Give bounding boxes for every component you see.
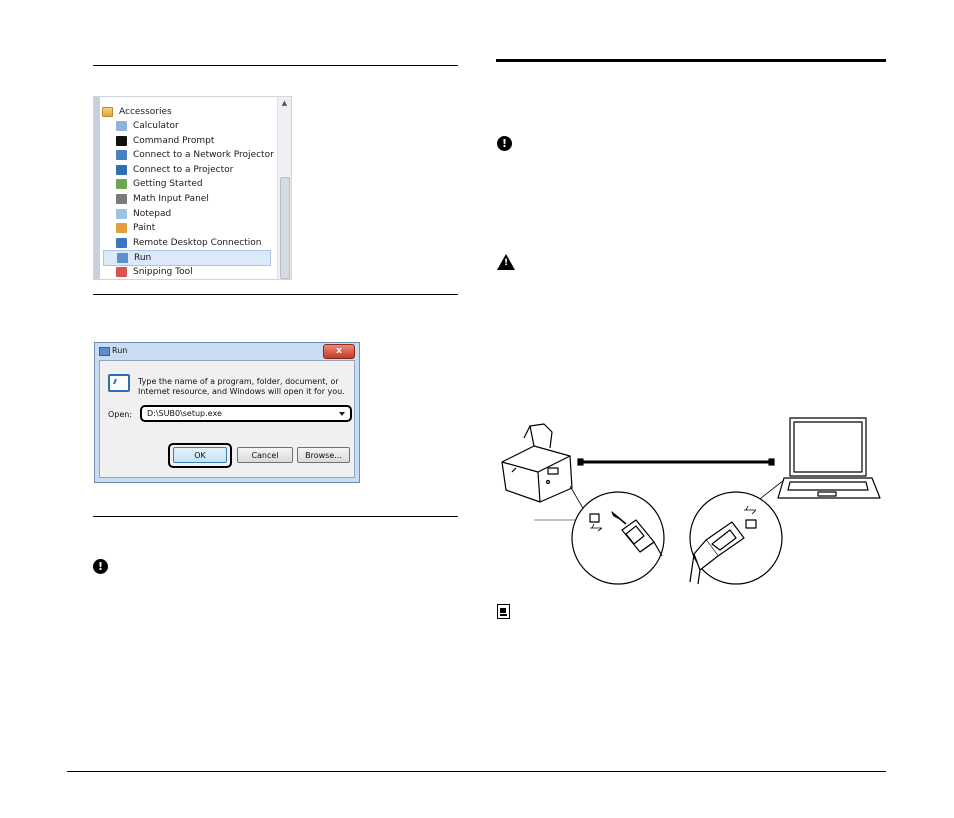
page-footer-rule [67, 771, 886, 772]
start-menu-scrollbar[interactable]: ▲ [277, 97, 291, 279]
run-icon [99, 347, 110, 356]
calculator-icon [116, 121, 127, 131]
snipping-tool-icon [116, 267, 127, 277]
open-field-input[interactable]: D:\SUB0\setup.exe [140, 405, 352, 422]
notepad-icon [116, 208, 127, 219]
cancel-button[interactable]: Cancel [237, 447, 293, 463]
run-dialog-description: Type the name of a program, folder, docu… [138, 377, 345, 396]
menu-item-label: Math Input Panel [133, 194, 209, 204]
folder-icon [102, 107, 113, 117]
menu-item-label: Snipping Tool [133, 267, 193, 277]
section-heading-rule [496, 59, 886, 62]
menu-item-label: Connect to a Network Projector [133, 150, 274, 161]
ok-button-highlight [168, 443, 232, 468]
getting-started-icon [116, 179, 127, 190]
section-divider [93, 65, 458, 66]
open-field-label: Open: [108, 410, 133, 419]
note-icon [497, 604, 510, 619]
menu-item-label: Command Prompt [133, 135, 215, 146]
menu-folder-label: Accessories [119, 107, 172, 117]
browse-button[interactable]: Browse... [297, 447, 350, 463]
math-input-icon [116, 194, 127, 204]
run-dialog-body: Type the name of a program, folder, docu… [99, 360, 355, 478]
important-icon: ! [93, 559, 108, 574]
scanner-illustration [501, 423, 573, 503]
warning-icon: ! [497, 254, 515, 270]
menu-item-label: Remote Desktop Connection [133, 237, 262, 248]
menu-item-label: Paint [133, 223, 156, 234]
paint-icon [116, 223, 127, 234]
ok-button[interactable]: OK [173, 447, 227, 463]
usb-connection-illustration [501, 417, 881, 585]
section-divider [93, 294, 458, 295]
run-icon [117, 253, 128, 264]
menu-item-label: Calculator [133, 121, 179, 131]
laptop-illustration [777, 417, 881, 499]
projector-icon [116, 164, 127, 175]
scanner-usb-port-detail [571, 491, 665, 585]
section-divider [93, 516, 458, 517]
start-menu-edge [94, 97, 100, 279]
menu-item-label: Notepad [133, 208, 172, 219]
run-program-icon [108, 374, 130, 392]
run-dialog-titlebar: Run x [95, 343, 359, 359]
menu-item-label: Connect to a Projector [133, 164, 234, 175]
run-dialog-title: Run [112, 346, 128, 355]
remote-desktop-icon [116, 237, 127, 248]
chevron-down-icon[interactable] [339, 412, 345, 416]
scroll-thumb[interactable] [280, 177, 290, 279]
menu-item-label: Run [134, 253, 152, 264]
scroll-up-icon[interactable]: ▲ [281, 99, 288, 107]
run-dialog-screenshot: Run x Type the name of a program, folder… [94, 342, 360, 483]
close-button[interactable]: x [323, 344, 355, 359]
open-field-value: D:\SUB0\setup.exe [147, 409, 222, 418]
command-prompt-icon [116, 135, 127, 146]
menu-item-run[interactable]: Run [103, 250, 271, 267]
network-projector-icon [116, 150, 127, 161]
menu-item-label: Getting Started [133, 179, 203, 190]
important-icon: ! [497, 136, 512, 151]
